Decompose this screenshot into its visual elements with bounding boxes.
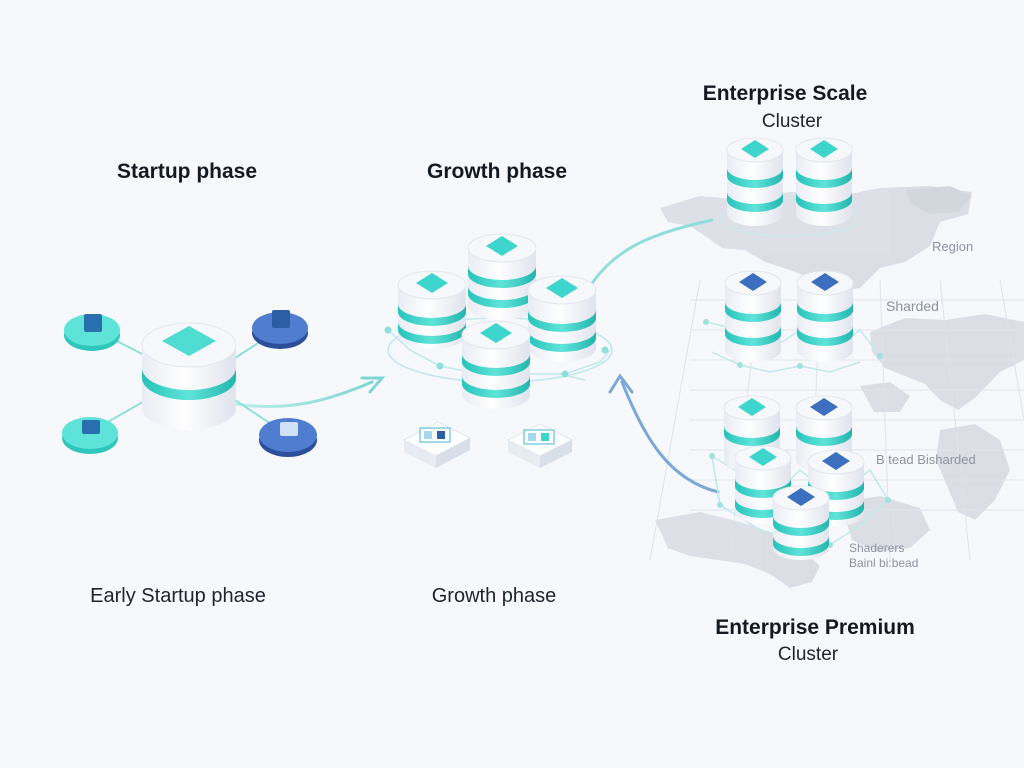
enterprise-scale-cluster [719, 137, 861, 237]
sharded-label: Sharded [886, 298, 939, 314]
sharded-cluster [703, 270, 883, 373]
growth-cluster [384, 233, 613, 468]
premium-db-front [772, 485, 830, 560]
startup-node-top-right [252, 310, 308, 349]
growth-db-left [397, 270, 467, 349]
bad-sharded-label: B tead Bisharded [876, 452, 976, 467]
shaderers-label: Shaderers [849, 541, 905, 555]
startup-heading: Startup phase [116, 160, 258, 183]
arrow-head-premium-to-growth [608, 373, 634, 394]
enterprise-scale-heading: Enterprise Scale [702, 82, 868, 105]
growth-db-front [461, 320, 531, 409]
growth-db-right [527, 275, 597, 362]
arrow-growth-to-scale [591, 218, 714, 284]
growth-heading: Growth phase [426, 160, 568, 183]
growth-db-top [467, 233, 537, 320]
continent-africa [936, 424, 1010, 520]
premium-db-mid-left [734, 445, 792, 524]
enterprise-premium-subheading: Cluster [777, 644, 839, 665]
startup-database [141, 322, 237, 430]
continent-greenland [905, 186, 972, 214]
flow-arrows [233, 218, 720, 494]
early-startup-caption: Early Startup phase [90, 585, 266, 607]
startup-node-bottom-right [259, 418, 317, 457]
sharded-db-left [724, 270, 782, 362]
growth-server-right [506, 423, 574, 468]
continent-south-america [655, 512, 820, 588]
growth-caption: Growth phase [431, 585, 557, 607]
arrow-premium-to-growth [620, 380, 720, 494]
scale-db-left [726, 137, 784, 226]
enterprise-scale-subheading: Cluster [761, 111, 823, 132]
arrow-head-startup-to-growth [360, 376, 386, 394]
scale-db-right [795, 137, 853, 226]
bainl-label: Bainl bi:bead [849, 556, 919, 570]
growth-server-left [402, 421, 472, 468]
startup-node-bottom-left [62, 417, 118, 454]
startup-cluster [62, 310, 317, 457]
enterprise-premium-cluster [709, 395, 891, 560]
enterprise-premium-heading: Enterprise Premium [715, 616, 915, 639]
startup-node-top-left [64, 314, 120, 351]
continent-europe [870, 314, 1024, 410]
sharded-db-right [796, 270, 854, 362]
region-label: Region [932, 239, 974, 254]
arrow-startup-to-growth [233, 380, 374, 408]
